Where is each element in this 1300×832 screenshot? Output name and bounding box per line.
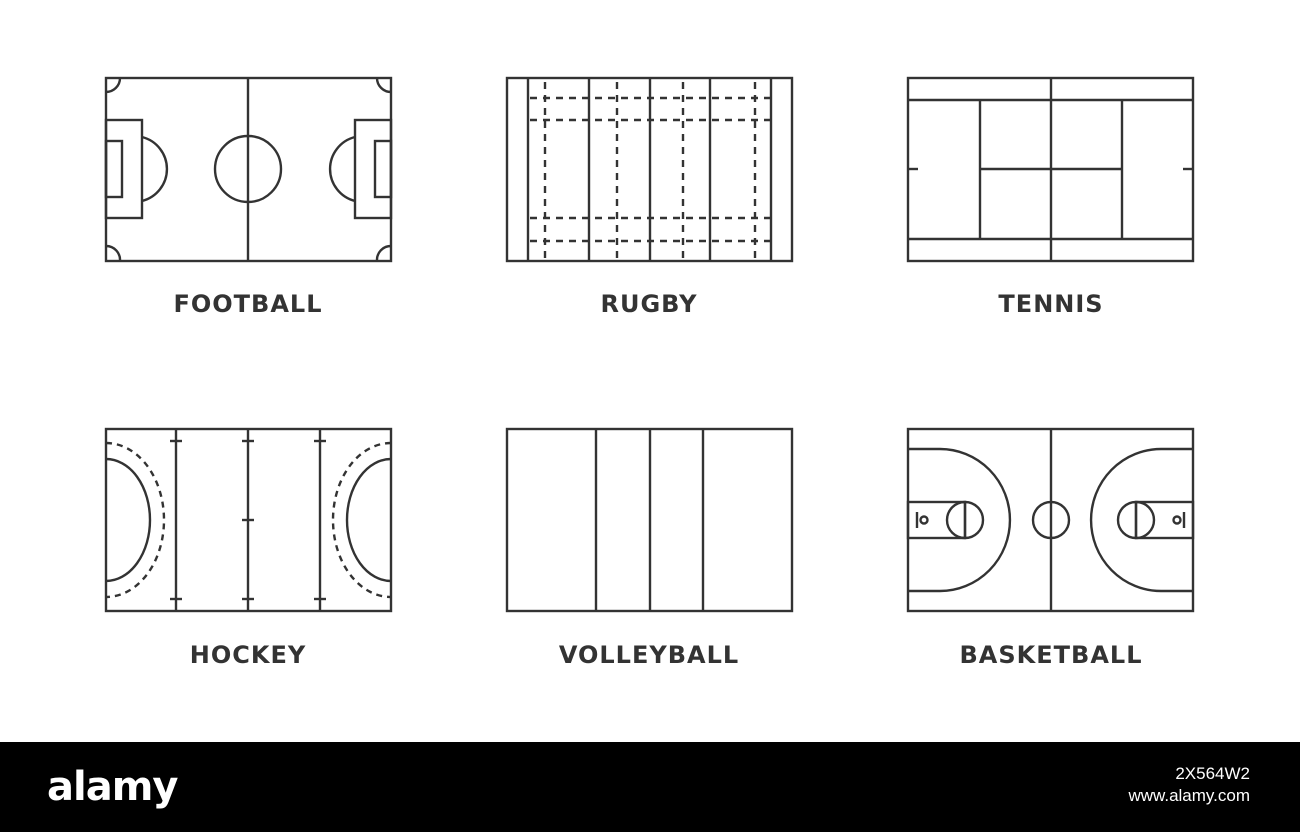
volleyball-label: VOLLEYBALL (558, 641, 740, 669)
hockey-field (104, 427, 393, 613)
rugby-field (505, 76, 794, 263)
tennis-label: TENNIS (998, 290, 1104, 318)
alamy-logo: alamy (47, 764, 178, 810)
tennis-court (906, 76, 1195, 263)
sports-fields-diagram (104, 76, 1195, 613)
hockey-label: HOCKEY (189, 641, 307, 669)
basketball-court (906, 427, 1195, 613)
volleyball-court (505, 427, 794, 613)
rugby-label: RUGBY (600, 290, 698, 318)
image-id: 2X564W2 (1175, 764, 1250, 783)
basketball-label: BASKETBALL (959, 641, 1143, 669)
stock-info: 2X564W2 www.alamy.com (1128, 763, 1250, 807)
site-url: www.alamy.com (1128, 786, 1250, 805)
football-label: FOOTBALL (173, 290, 323, 318)
football-field (104, 76, 393, 263)
watermark-footer (0, 742, 1300, 832)
